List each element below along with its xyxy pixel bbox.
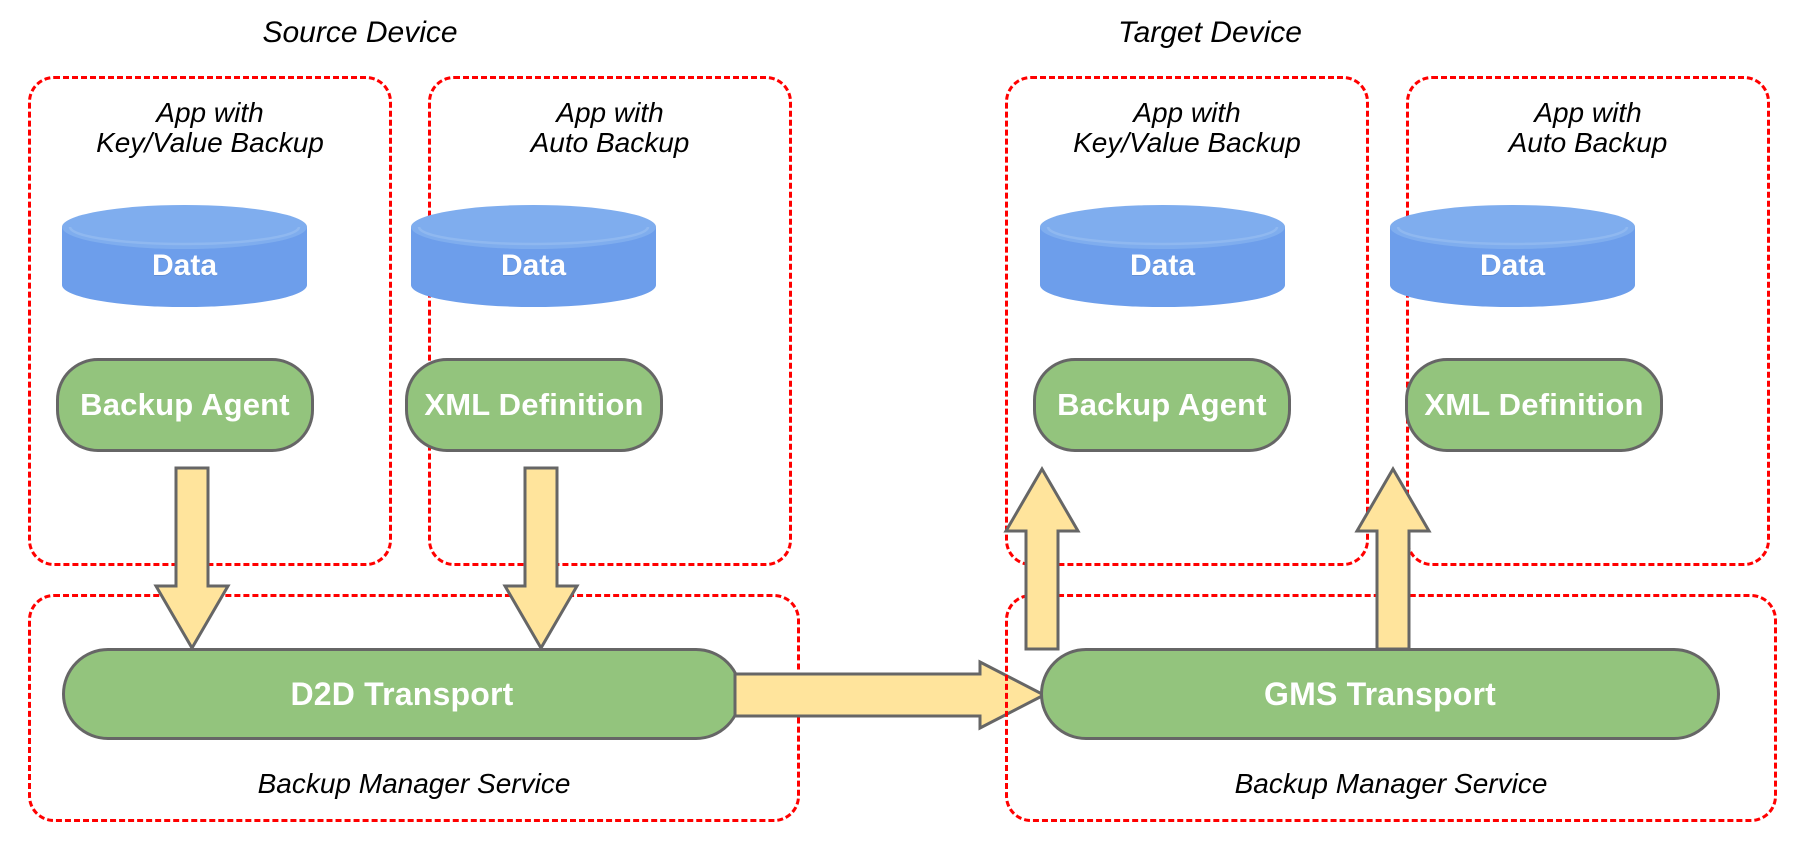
source-app2-component-label: XML Definition — [424, 387, 644, 422]
target-backup-manager-caption: Backup Manager Service — [1234, 768, 1548, 799]
target-app2-up-arrow — [1354, 466, 1432, 651]
target-app2-caption: App with Auto Backup — [1508, 97, 1668, 158]
source-app1-data-label: Data — [151, 249, 218, 282]
source-app2-data-cylinder: Data — [411, 205, 656, 307]
d2d-transport-label: D2D Transport — [290, 675, 514, 712]
target-app1-data-cylinder: Data — [1040, 205, 1285, 307]
gms-transport-box[interactable]: GMS Transport — [1040, 648, 1720, 740]
source-app2-component[interactable]: XML Definition — [405, 358, 663, 452]
target-app2-component-fixed[interactable]: XML Definition — [1405, 358, 1663, 452]
target-app2-panel — [1406, 76, 1770, 566]
source-app2-caption: App with Auto Backup — [530, 97, 690, 158]
target-app1-panel — [1005, 76, 1369, 566]
target-app2-data-label: Data — [1479, 249, 1546, 282]
target-app1-data-label: Data — [1129, 249, 1196, 282]
source-app1-panel — [28, 76, 392, 566]
target-app2-data-cylinder: Data — [1390, 205, 1635, 307]
target-app1-component[interactable]: Backup Agent — [1033, 358, 1291, 452]
transport-right-arrow — [733, 659, 1048, 731]
target-app2-component-label: XML Definition — [1424, 387, 1644, 422]
source-app2-data-label: Data — [500, 249, 567, 282]
target-app1-up-arrow — [1003, 466, 1081, 651]
source-app1-caption: App with Key/Value Backup — [96, 97, 324, 158]
source-app1-down-arrow — [153, 466, 231, 651]
target-device-title: Target Device — [1118, 16, 1302, 49]
source-app2-down-arrow — [502, 466, 580, 651]
source-app1-component-label: Backup Agent — [80, 387, 290, 422]
source-backup-manager-caption: Backup Manager Service — [257, 768, 571, 799]
source-app1-component[interactable]: Backup Agent — [56, 358, 314, 452]
target-app1-caption: App with Key/Value Backup — [1073, 97, 1301, 158]
source-app2-panel — [428, 76, 792, 566]
d2d-transport-box[interactable]: D2D Transport — [62, 648, 742, 740]
source-app1-data-cylinder: Data — [62, 205, 307, 307]
gms-transport-label: GMS Transport — [1264, 675, 1496, 712]
target-app1-component-label: Backup Agent — [1057, 387, 1267, 422]
source-device-title: Source Device — [262, 16, 458, 49]
